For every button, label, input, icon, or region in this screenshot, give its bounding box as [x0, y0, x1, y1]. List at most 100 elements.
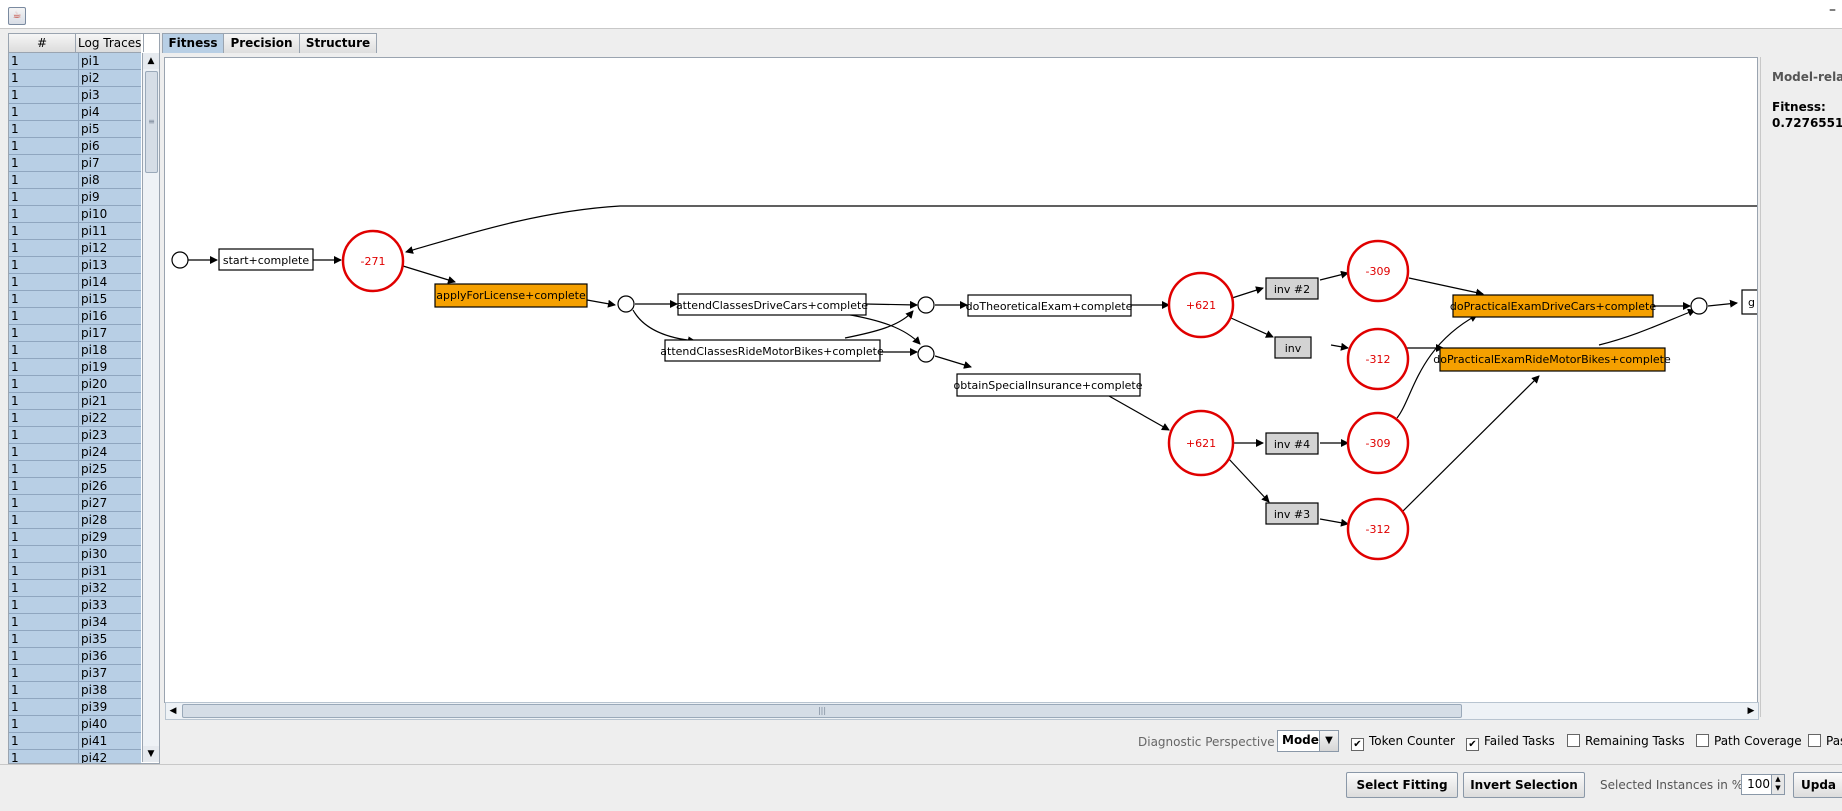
chevron-down-icon[interactable]: ▼ — [1319, 731, 1338, 751]
scroll-down-arrow-icon[interactable]: ▼ — [143, 746, 159, 762]
vertical-scroll-thumb[interactable]: ≡ — [145, 71, 158, 173]
select-fitting-button[interactable]: Select Fitting — [1346, 772, 1458, 798]
scroll-left-arrow-icon[interactable]: ◀ — [169, 706, 177, 716]
transition-obtain-special-insurance[interactable]: obtainSpecialInsurance+complete — [954, 373, 1143, 397]
place-after-practical[interactable] — [1690, 297, 1708, 315]
tab-fitness[interactable]: Fitness — [162, 33, 224, 53]
invert-selection-button[interactable]: Invert Selection — [1463, 772, 1585, 798]
token-place-271[interactable]: -271 — [341, 229, 405, 293]
token-place-621-upper[interactable]: +621 — [1167, 271, 1235, 339]
failed-tasks-checkbox[interactable]: ✔Failed Tasks — [1466, 734, 1555, 751]
remaining-tasks-checkbox[interactable]: Remaining Tasks — [1567, 734, 1685, 748]
transition-inv-3[interactable]: inv #3 — [1265, 502, 1319, 525]
scroll-up-arrow-icon[interactable]: ▲ — [143, 53, 159, 69]
tab-structure[interactable]: Structure — [299, 33, 377, 53]
transition-inv-2[interactable]: inv #2 — [1265, 277, 1319, 300]
token-counter-checkbox[interactable]: ✔Token Counter — [1351, 734, 1455, 751]
selected-instances-spinner[interactable]: 100 ▲▼ — [1741, 774, 1785, 795]
column-header-log-traces[interactable]: Log Traces — [76, 34, 144, 52]
transition-apply-for-license[interactable]: applyForLicense+complete — [434, 283, 588, 308]
scroll-right-arrow-icon[interactable]: ▶ — [1747, 706, 1755, 716]
row-count: 1 — [11, 462, 19, 476]
petri-net-canvas[interactable]: -271 +621 +621 -309 -312 -309 -312 — [164, 57, 1773, 703]
row-count: 1 — [11, 292, 19, 306]
transition-do-theoretical-exam[interactable]: doTheoreticalExam+complete — [966, 294, 1133, 317]
place-after-apply[interactable] — [617, 295, 635, 313]
transition-do-practical-exam-ride-motorbikes[interactable]: doPracticalExamRideMotorBikes+complete — [1433, 347, 1671, 372]
tab-precision[interactable]: Precision — [223, 33, 300, 53]
row-trace-name: pi4 — [78, 104, 100, 120]
transition-attend-classes-ride-motorbikes[interactable]: attendClassesRideMotorBikes+complete — [660, 339, 884, 362]
path-coverage-checkbox[interactable]: Path Coverage — [1696, 734, 1802, 748]
transition-inv[interactable]: inv — [1274, 336, 1312, 359]
place-after-cars[interactable] — [917, 296, 935, 314]
column-header-count[interactable]: # — [9, 34, 76, 52]
minimize-button[interactable]: – — [1829, 2, 1836, 18]
transition-attend-classes-drive-cars[interactable]: attendClassesDriveCars+complete — [676, 293, 868, 316]
horizontal-scrollbar[interactable]: ◀ ||| ▶ — [165, 702, 1759, 720]
token-place-312-upper[interactable]: -312 — [1346, 327, 1410, 391]
passed-checkbox[interactable]: Pas — [1808, 734, 1842, 748]
row-count: 1 — [11, 530, 19, 544]
token-place-309-upper[interactable]: -309 — [1346, 239, 1410, 303]
vertical-scrollbar[interactable]: ▲ ≡ ▼ — [142, 53, 159, 762]
token-place-309-lower[interactable]: -309 — [1346, 411, 1410, 475]
transition-do-practical-exam-drive-cars[interactable]: doPracticalExamDriveCars+complete — [1450, 294, 1656, 318]
checkbox-checked-icon: ✔ — [1351, 738, 1364, 751]
place-after-bikes[interactable] — [917, 345, 935, 363]
svg-text:start+complete: start+complete — [223, 254, 309, 267]
perspective-select[interactable]: Model ▼ — [1277, 730, 1339, 752]
update-button[interactable]: Upda — [1793, 772, 1842, 798]
horizontal-scroll-thumb[interactable]: ||| — [182, 704, 1462, 718]
spinner-arrows-icon[interactable]: ▲▼ — [1771, 775, 1784, 794]
token-place-621-lower[interactable]: +621 — [1167, 409, 1235, 477]
transition-cut-off[interactable]: g — [1741, 289, 1773, 315]
start-place[interactable] — [171, 251, 189, 269]
token-place-312-lower[interactable]: -312 — [1346, 497, 1410, 561]
transition-inv-4[interactable]: inv #4 — [1265, 432, 1319, 455]
transition-start-complete[interactable]: start+complete — [218, 248, 314, 271]
